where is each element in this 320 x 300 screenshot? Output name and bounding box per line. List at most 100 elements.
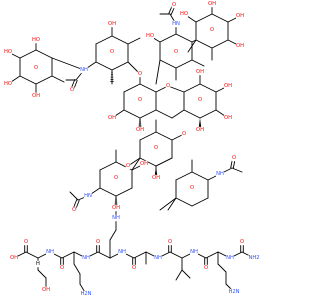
hydrogen-label: H [36,261,40,267]
amide-nitrogen-label: NH [216,171,224,177]
bond [109,229,117,241]
bond [167,85,185,93]
atom-label-background [208,0,216,8]
carbonyl-oxygen-label: O [240,239,244,245]
ring-oxygen-label: O [138,97,142,103]
bond [183,83,201,93]
ring-oxygen-label: O [174,49,178,55]
atom-label-background [136,126,144,134]
bond [191,197,209,207]
atom-label-background [196,68,204,76]
atom-label-background [10,254,18,262]
hydroxyl-label: HO [32,37,40,43]
bond [191,171,209,181]
amide-nitrogen-label: NH [46,249,54,255]
carbonyl-oxygen-label: O [172,2,176,8]
amide-nitrogen-label: HN [84,193,92,199]
bond [217,263,227,273]
amine-label: NH2 [248,255,259,261]
bond [139,83,157,93]
hydroxyl-label: OH [108,21,116,27]
bond [211,13,229,23]
ring-oxygen-label: O [110,49,114,55]
carbonyl-oxygen-label: O [168,239,172,245]
bond [183,109,201,119]
bond [123,83,141,93]
atom-label-background [189,184,195,192]
atom-label-background [181,130,187,138]
bond [139,109,157,119]
atom-label-background [231,154,237,162]
bond [25,251,39,259]
amide-nitrogen-label: NH [190,249,198,255]
amide-nitrogen-label: NH [154,255,162,261]
bond [19,75,37,85]
hydroxyl-label: OH [42,287,50,293]
atom-label-background [46,248,54,256]
bond [155,59,161,85]
atom-label-background [80,290,92,298]
atom-label-background [236,12,244,20]
hydroxyl-label: OH [196,69,204,75]
atom-label-background [137,70,143,78]
hydroxyl-label: OH [224,83,232,89]
atom-label-background [84,192,92,200]
bond [123,109,141,119]
ring-oxygen-label: O [154,145,158,151]
atom-label-background [95,238,101,246]
ring-oxygen-label: O [114,175,118,181]
bond [155,109,173,119]
hydroxyl-label: OH [152,175,160,181]
bond [73,263,81,275]
hydroxyl-label: OH [236,43,244,49]
bond [61,251,75,259]
atom-label-background [23,238,29,246]
bond [35,75,53,85]
atom-label-background [209,26,215,34]
bond [139,131,157,141]
amide-nitrogen-label: NH [226,255,234,261]
bond [51,57,85,71]
atom-label-background [226,254,234,262]
atom-label-background [59,264,65,272]
atom-label-background [196,126,204,134]
atom-label-background [4,48,12,56]
bond [231,167,243,173]
bond [175,33,193,43]
bond [111,61,129,71]
bond [195,39,213,49]
hydroxyl-label: HO [180,11,188,17]
atom-label-background [32,36,40,44]
hydroxyl-label: HO [146,33,154,39]
atom-label-background [4,80,12,88]
bond [99,187,117,197]
bond [175,269,183,281]
atom-label-background [125,162,131,170]
atom-label-background [35,260,41,268]
ring-oxygen-label: O [198,97,202,103]
atom-label-background [173,48,179,56]
atom-label-background [190,248,198,256]
amide-nitrogen-label: HN [172,21,180,27]
atom-label-background [112,204,120,212]
bond [159,197,177,211]
hydroxyl-label: OH [10,255,18,261]
amide-nitrogen-label: NH [118,249,126,255]
ring-oxygen-label: O [190,185,194,191]
atom-label-background [224,82,232,90]
bond [97,251,111,259]
ring-oxygen-label: O [210,27,214,33]
bond [131,157,141,171]
atom-label-background [108,20,116,28]
atom-label-background [180,10,188,18]
bond [159,59,177,69]
atom-label-background [216,170,224,178]
atom-label-background [71,206,77,214]
bond [195,13,213,23]
atom-label-background [108,114,116,122]
atom-label-background [131,264,137,272]
carbonyl-oxygen-label: O [72,207,76,213]
bond [37,269,47,279]
atom-label-background [153,144,159,152]
